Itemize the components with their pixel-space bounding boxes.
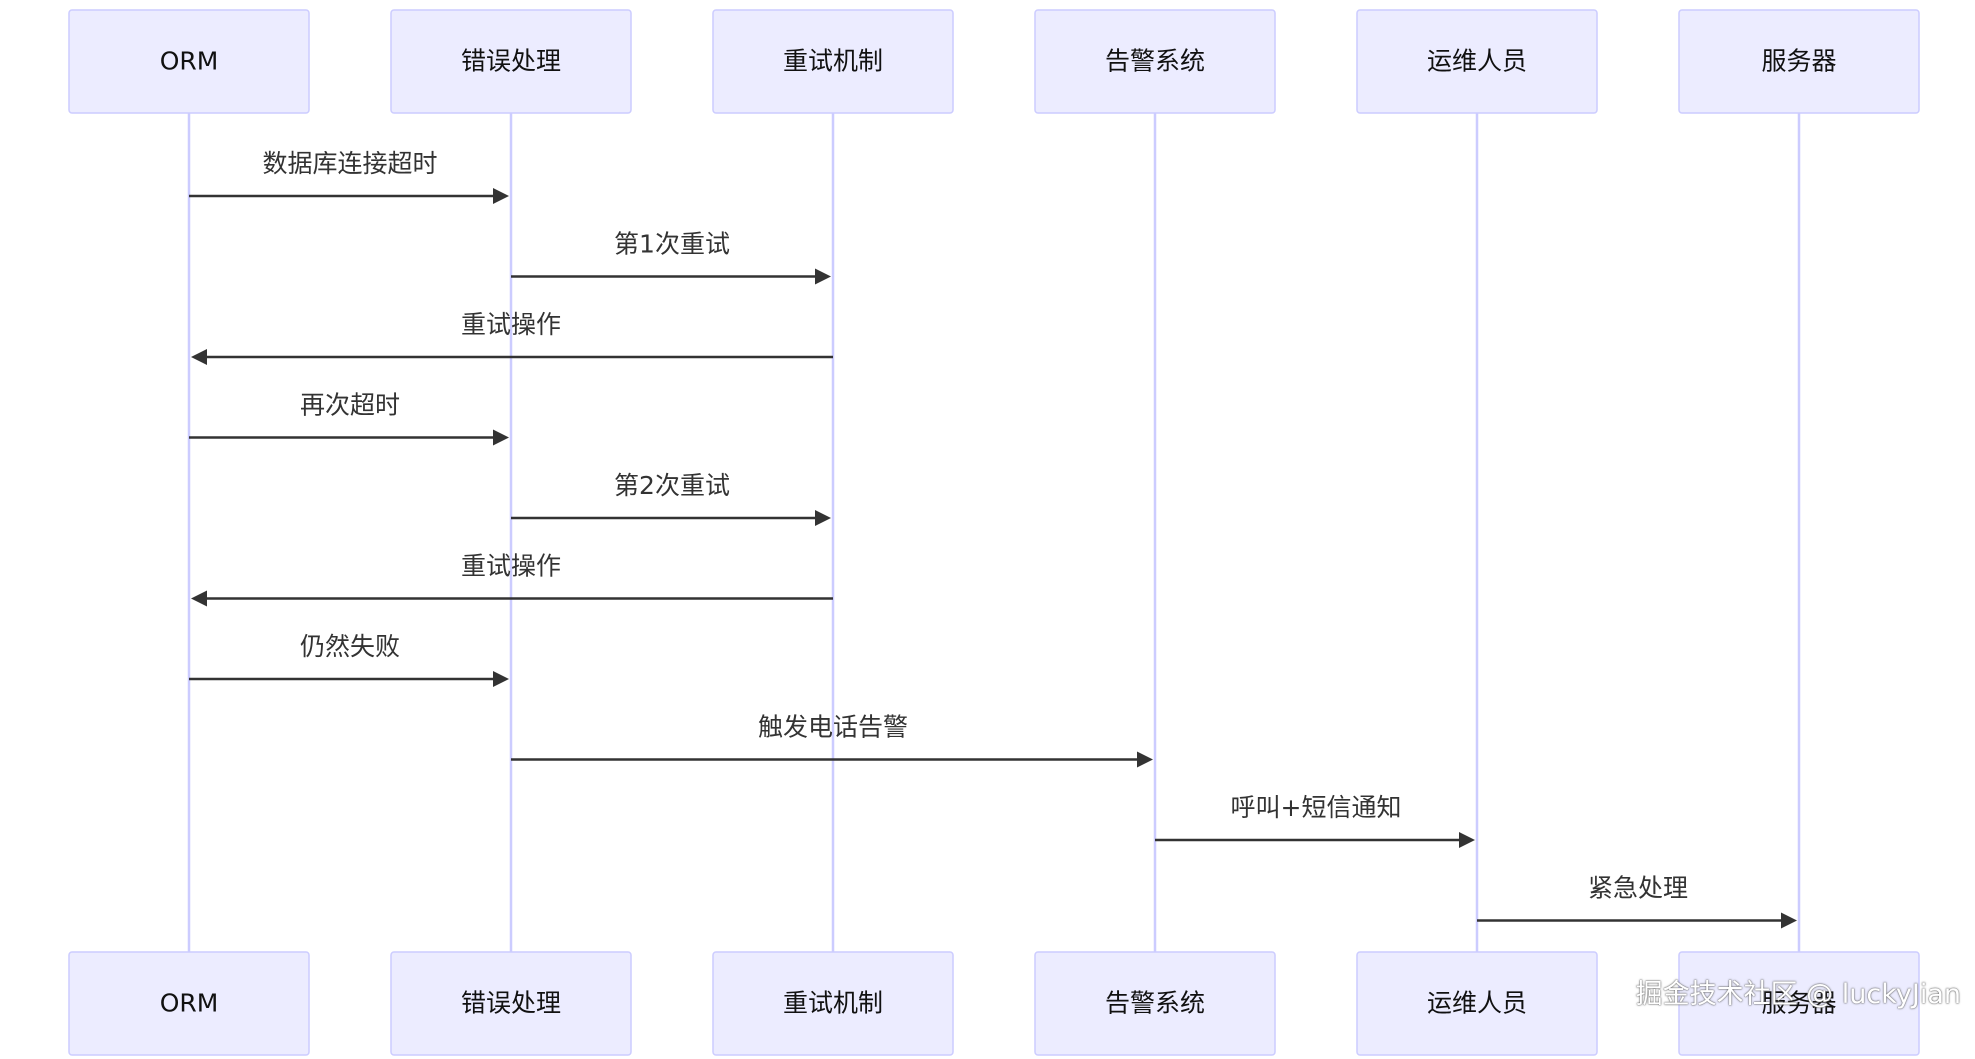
participant-retry-top: 重试机制 [712,9,954,114]
participant-box [1678,951,1920,1056]
message-label: 第1次重试 [614,230,730,259]
participant-server-bottom: 服务器 [1678,951,1920,1056]
arrowhead-icon [815,268,831,285]
participant-label: 告警系统 [1105,47,1205,76]
participant-orm-bottom: ORM [68,951,310,1056]
participant-box [1678,9,1920,114]
message-label: 第2次重试 [614,471,730,500]
participant-box [1356,9,1598,114]
arrowhead-icon [191,349,207,365]
message-4: 再次超时 [189,391,509,446]
message-6: 重试操作 [191,552,833,607]
message-label: 重试操作 [461,310,561,339]
message-label: 数据库连接超时 [262,149,437,178]
participant-label: 重试机制 [783,47,883,76]
message-1: 数据库连接超时 [189,149,509,204]
watermark: 掘金技术社区 @ luckyJian [1635,979,1961,1010]
arrowhead-icon [1781,912,1797,929]
arrowhead-icon [493,188,509,204]
message-3: 重试操作 [191,310,833,365]
participant-alert-top: 告警系统 [1034,9,1276,114]
participant-ops-top: 运维人员 [1356,9,1598,114]
participant-label: 服务器 [1761,989,1836,1018]
arrowhead-icon [815,510,831,526]
message-2: 第1次重试 [511,230,831,285]
message-10: 紧急处理 [1477,874,1797,929]
participant-box [1034,951,1276,1056]
participant-error-top: 错误处理 [390,9,632,114]
participant-orm-top: ORM [68,9,310,114]
participant-box [712,951,954,1056]
participant-ops-bottom: 运维人员 [1356,951,1598,1056]
message-label: 仍然失败 [300,632,400,661]
participant-box [68,9,310,114]
arrowhead-icon [1137,751,1153,768]
arrowhead-icon [493,429,509,446]
participant-box [390,951,632,1056]
message-label: 触发电话告警 [758,713,908,742]
participant-box [68,951,310,1056]
participant-alert-bottom: 告警系统 [1034,951,1276,1056]
participant-box [390,9,632,114]
participant-box [712,9,954,114]
message-label: 重试操作 [461,552,561,581]
message-label: 紧急处理 [1588,874,1688,903]
participant-retry-bottom: 重试机制 [712,951,954,1056]
arrowhead-icon [1459,832,1475,848]
message-5: 第2次重试 [511,471,831,526]
participant-label: 运维人员 [1427,989,1527,1018]
participant-label: 错误处理 [461,989,561,1018]
participant-label: 运维人员 [1427,47,1527,76]
message-7: 仍然失败 [189,632,509,687]
participant-label: 告警系统 [1105,989,1205,1018]
message-label: 呼叫+短信通知 [1231,793,1402,822]
arrowhead-icon [493,671,509,687]
participant-box [1356,951,1598,1056]
participant-label: 重试机制 [783,989,883,1018]
participant-error-bottom: 错误处理 [390,951,632,1056]
arrowhead-icon [191,590,207,607]
message-9: 呼叫+短信通知 [1155,793,1475,848]
participant-label: ORM [160,47,219,76]
participant-label: ORM [160,989,219,1018]
participant-label: 服务器 [1761,47,1836,76]
participant-label: 错误处理 [461,47,561,76]
message-label: 再次超时 [300,391,400,420]
participant-server-top: 服务器 [1678,9,1920,114]
message-8: 触发电话告警 [511,713,1153,768]
participant-box [1034,9,1276,114]
